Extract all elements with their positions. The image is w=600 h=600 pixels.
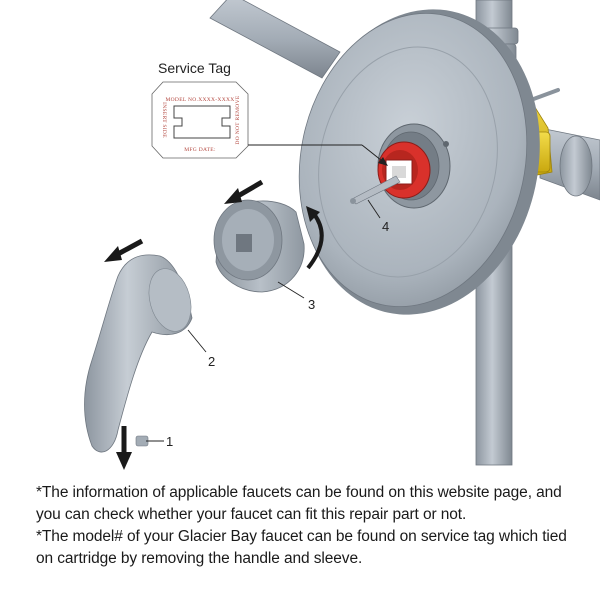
screw-down-arrow-icon xyxy=(116,426,132,470)
service-tag-title: Service Tag xyxy=(158,60,231,76)
callout-2: 2 xyxy=(208,354,215,369)
handle-removal-arrow-icon xyxy=(104,238,144,262)
rotate-arrow-icon xyxy=(306,206,324,270)
callout-3: 3 xyxy=(308,297,315,312)
faucet-exploded-diagram: MODEL NO.XXXX-XXXX MFG DATE: INSERT SIDE… xyxy=(84,0,600,470)
service-tag: MODEL NO.XXXX-XXXX MFG DATE: INSERT SIDE… xyxy=(151,81,388,166)
note-model-number: *The model# of your Glacier Bay faucet c… xyxy=(36,528,567,567)
lever-handle-part xyxy=(84,254,193,453)
callouts: 1 2 3 4 xyxy=(146,199,389,449)
callout-4: 4 xyxy=(382,219,389,234)
notes-block: *The information of applicable faucets c… xyxy=(36,482,588,570)
service-tag-mfg-text: MFG DATE: xyxy=(184,147,216,153)
note-applicable-faucets: *The information of applicable faucets c… xyxy=(36,484,562,523)
cartridge xyxy=(350,141,431,205)
service-tag-side-left-text: INSERT SIDE xyxy=(161,102,167,138)
callout-1: 1 xyxy=(166,434,173,449)
service-tag-model-text: MODEL NO.XXXX-XXXX xyxy=(165,97,234,103)
sleeve-part xyxy=(213,199,305,293)
service-tag-side-right-text: DO NOT REMOVE xyxy=(235,95,241,144)
sleeve-removal-arrow-icon xyxy=(224,179,264,204)
removal-direction-arrows xyxy=(104,179,324,470)
